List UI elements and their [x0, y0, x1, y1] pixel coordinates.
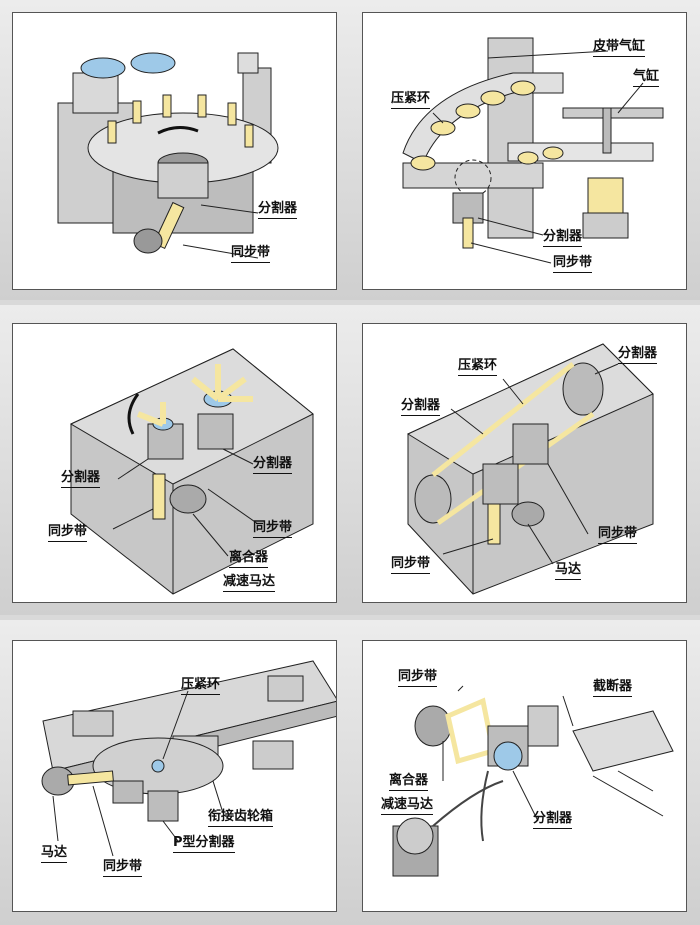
panel-rotary-table: 分割器 同步带 [12, 12, 337, 290]
label-cylinder: 气缸 [633, 69, 660, 87]
label-reducer-motor: 减速马达 [381, 797, 434, 815]
panel-cutter-line: 同步带 截断器 离合器 减速马达 分割器 [362, 640, 687, 912]
panel-conveyor-line: 皮带气缸 气缸 压紧环 分割器 同步带 [362, 12, 687, 290]
label-sync-belt: 同步带 [553, 255, 593, 273]
label-clutch: 离合器 [229, 550, 269, 568]
panel-chain-drive: 压紧环 分割器 分割器 同步带 同步带 马达 [362, 323, 687, 603]
label-sync-belt-right: 同步带 [253, 520, 293, 538]
label-gearbox: 衔接齿轮箱 [208, 809, 274, 827]
label-clamp-ring: 压紧环 [391, 91, 431, 109]
label-cutter: 截断器 [593, 679, 633, 697]
label-sync-belt-right: 同步带 [598, 526, 638, 544]
p-type-divider-illustration [41, 660, 336, 857]
label-clamp-ring: 压紧环 [181, 677, 221, 695]
label-sync-belt-left: 同步带 [48, 524, 88, 542]
label-reducer-motor: 减速马达 [223, 574, 276, 592]
panel-p-type-divider: 压紧环 衔接齿轮箱 P型分割器 马达 同步带 [12, 640, 337, 912]
label-motor: 马达 [41, 845, 68, 863]
cutter-line-illustration [392, 685, 674, 877]
conveyor-illustration [402, 37, 664, 264]
label-sync-belt: 同步带 [231, 245, 271, 263]
label-divider-left: 分割器 [401, 398, 441, 416]
label-divider-right: 分割器 [253, 456, 293, 474]
chain-drive-illustration [406, 343, 654, 595]
label-clutch: 离合器 [389, 773, 429, 791]
label-sync-belt: 同步带 [398, 669, 438, 687]
dual-divider-illustration [69, 348, 314, 595]
label-motor: 马达 [555, 562, 582, 580]
rotary-table-illustration [57, 52, 279, 259]
label-divider: 分割器 [533, 811, 573, 829]
label-sync-belt: 同步带 [103, 859, 143, 877]
label-divider: 分割器 [258, 201, 298, 219]
label-divider: 分割器 [543, 229, 583, 247]
label-belt-cylinder: 皮带气缸 [593, 39, 646, 57]
label-divider-left: 分割器 [61, 470, 101, 488]
label-p-divider: P型分割器 [173, 835, 235, 853]
label-clamp-ring: 压紧环 [458, 358, 498, 376]
panel-dual-divider: 分割器 分割器 同步带 同步带 离合器 减速马达 [12, 323, 337, 603]
label-divider-top: 分割器 [618, 346, 658, 364]
label-sync-belt-left: 同步带 [391, 556, 431, 574]
